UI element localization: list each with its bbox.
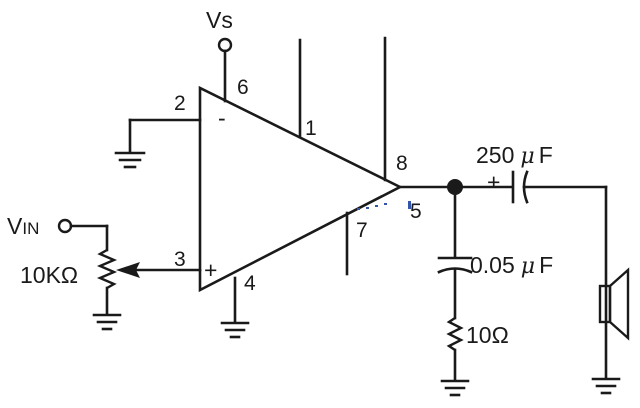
supply-terminal — [217, 37, 233, 103]
pot-label: 10KΩ — [20, 262, 78, 288]
speaker-icon — [598, 267, 630, 341]
pin-2-label: 2 — [174, 92, 186, 115]
ground-icon — [220, 321, 250, 339]
pin-6-label: 6 — [237, 76, 249, 99]
pin-8-label: 8 — [396, 152, 408, 175]
ground-icon — [591, 377, 621, 395]
output-capacitor — [511, 170, 608, 204]
inverting-sign: - — [218, 105, 226, 131]
resistor-label: 10Ω — [466, 322, 509, 348]
ground-icon — [92, 313, 122, 331]
shunt-resistor — [446, 317, 464, 351]
pin-7-label: 7 — [356, 219, 368, 242]
ground-icon — [440, 379, 470, 397]
pin-5-label: 5 — [410, 200, 422, 223]
input-label: VIN — [7, 213, 39, 239]
input-terminal — [57, 218, 109, 252]
supply-label: Vs — [206, 7, 233, 33]
cap-polarity-plus: + — [487, 169, 500, 195]
stray-marks — [357, 201, 411, 210]
pin-3-label: 3 — [174, 248, 186, 271]
non-inverting-sign: + — [204, 257, 217, 283]
pin-4-label: 4 — [244, 272, 256, 295]
pin-1-label: 1 — [305, 117, 317, 140]
wiper-arrow-icon — [116, 262, 202, 278]
pin-2-wire — [128, 118, 202, 154]
potentiometer-resistor — [96, 248, 118, 290]
ground-icon — [114, 151, 146, 169]
